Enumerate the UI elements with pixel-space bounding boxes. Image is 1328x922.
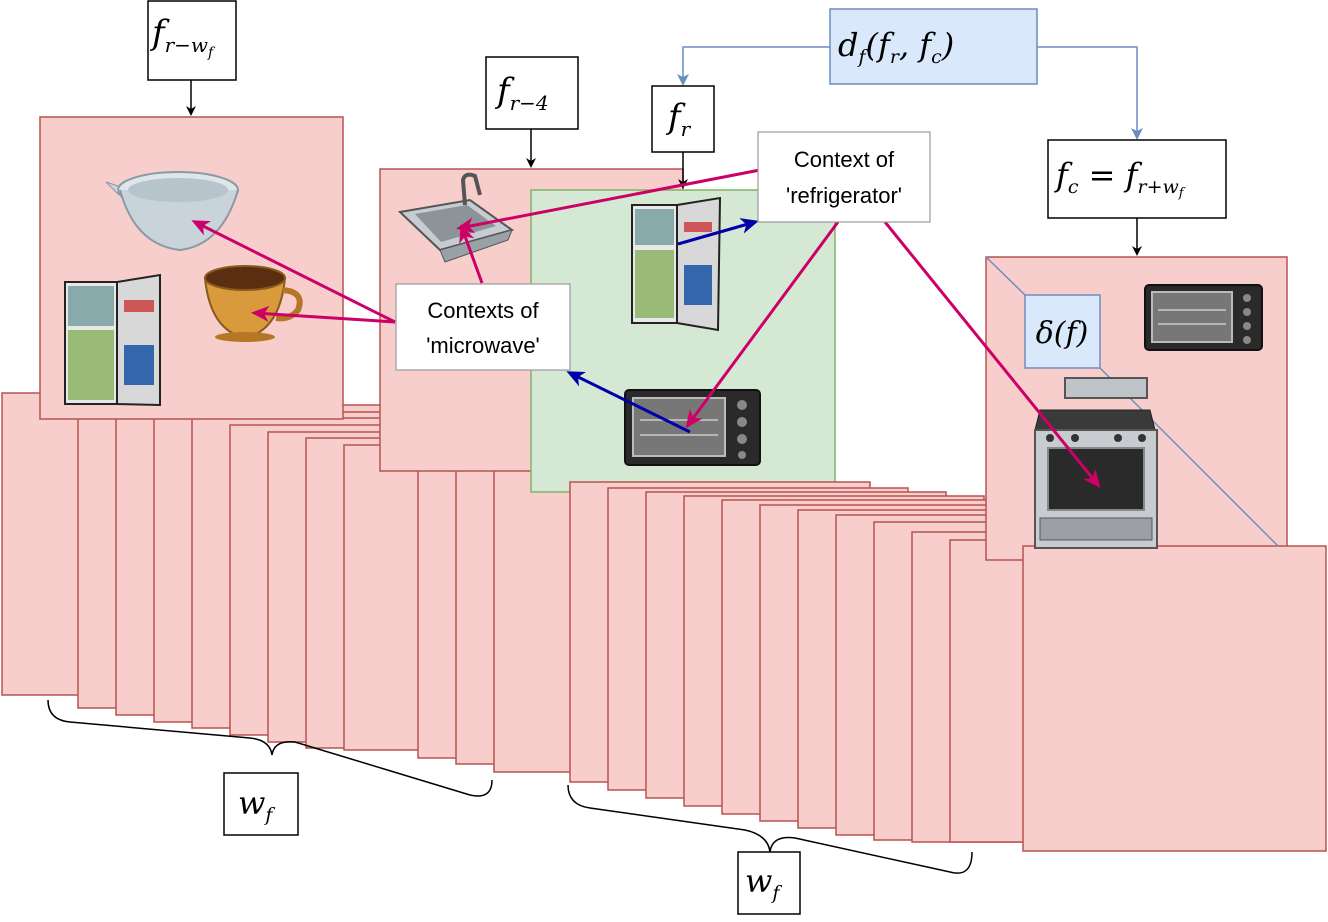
arrow-refrigerator-to-sink <box>456 168 761 234</box>
label-subsub2: f <box>1178 186 1186 201</box>
label-f-r-minus-4: fr−4 <box>485 56 579 130</box>
arrow-df-to-fc <box>1037 46 1143 140</box>
label-d-sub: f <box>856 46 868 68</box>
cup-icon <box>203 265 303 342</box>
context-refrigerator-line2: 'refrigerator' <box>786 183 902 208</box>
label-delta-text: δ(f) <box>1036 316 1089 351</box>
oven-icon <box>1144 284 1263 351</box>
label-sub: r <box>681 117 692 141</box>
brace-wf-left <box>47 699 493 797</box>
arrow-microwave-to-cup <box>251 305 396 324</box>
arrow-microwave-to-sink <box>459 224 484 284</box>
label-sub: f <box>263 804 275 826</box>
svg-text:wf: wf <box>238 784 275 826</box>
label-base: w <box>238 784 265 822</box>
arrow-microwave-to-bowl <box>191 220 396 324</box>
context-refrigerator: Context of 'refrigerator' <box>757 131 931 223</box>
label-sub2: r+w <box>1138 176 1179 198</box>
frame-c-next <box>1022 545 1327 852</box>
label-f-r-minus-wf: fr−wf <box>147 0 237 81</box>
arrow-oven-to-context <box>566 371 691 434</box>
label-base: w <box>745 862 772 900</box>
label-f-r: fr <box>651 85 715 153</box>
oven-icon <box>624 389 761 466</box>
label-d: d <box>838 26 858 64</box>
sink-icon <box>397 172 515 263</box>
label-sub: r−w <box>165 33 208 57</box>
arrow-refrigerator-to-stove <box>883 221 1101 489</box>
arrow-refrigerator-to-oven <box>685 221 840 429</box>
label-w-f-right: wf <box>737 851 801 915</box>
label-d-comma: , f <box>899 26 936 64</box>
label-sub: c <box>1068 176 1079 198</box>
arrow-df-to-fr <box>677 46 830 86</box>
context-microwave-line1: Contexts of <box>427 298 539 323</box>
label-d-arg2-sub: c <box>931 46 942 68</box>
svg-text:fr−wf: fr−wf <box>149 13 216 61</box>
arrow-fridge-to-context <box>677 218 759 246</box>
label-w-f-left: wf <box>223 772 299 836</box>
label-subsub: f <box>207 45 216 61</box>
delta-connector-top <box>985 256 1026 296</box>
svg-text:wf: wf <box>745 862 782 904</box>
label-sub: f <box>770 882 782 904</box>
label-d-close: ) <box>941 26 954 64</box>
label-d-arg1-sub: r <box>890 46 901 68</box>
label-d-f: df(fr, fc) <box>829 8 1038 85</box>
context-microwave-line2: 'microwave' <box>426 333 540 358</box>
fridge-icon <box>64 273 161 407</box>
label-eq: = f <box>1079 156 1143 194</box>
fridge-icon <box>631 196 722 332</box>
label-f-c: fc = fr+wf <box>1047 139 1227 219</box>
context-refrigerator-line1: Context of <box>794 147 895 172</box>
context-microwave: Contexts of 'microwave' <box>395 283 571 371</box>
label-sub: r−4 <box>510 91 549 115</box>
stove-icon <box>1034 377 1158 549</box>
label-delta: δ(f) <box>1024 294 1101 369</box>
